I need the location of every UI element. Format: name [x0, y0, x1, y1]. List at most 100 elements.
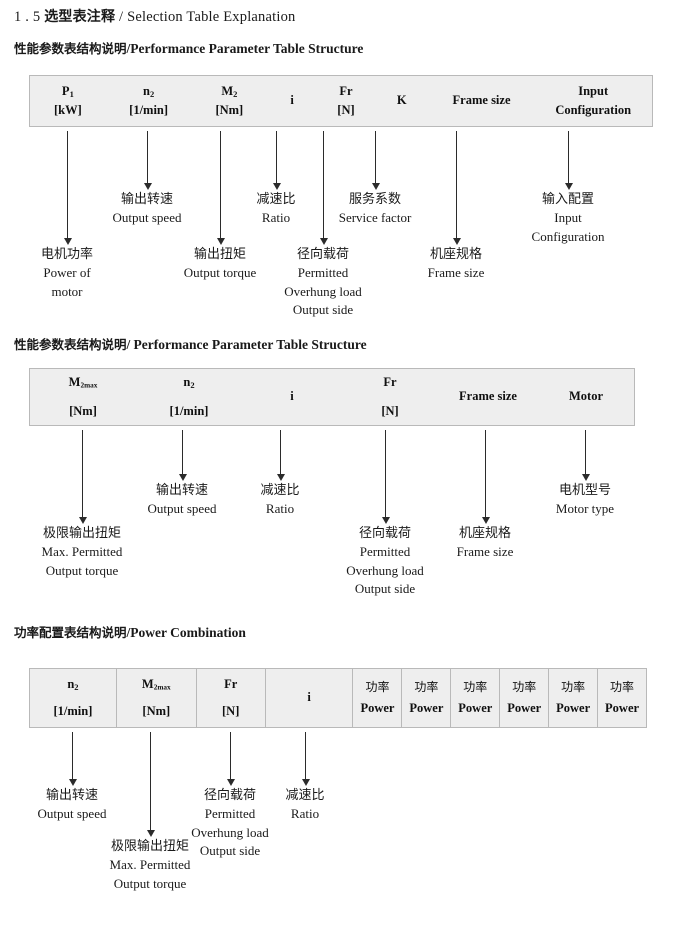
table3-col-power-5-en: Power	[556, 701, 591, 716]
annotation-en-line1: Power of	[43, 265, 91, 281]
table2-col-i: i	[242, 369, 342, 425]
annotation-en-line1: Permitted	[359, 544, 411, 560]
table3-col-i: i	[264, 669, 353, 727]
annotation-en-line1: Input	[554, 210, 582, 226]
table3-col-power-1: 功率 Power	[352, 669, 401, 727]
page-title-separator: /	[119, 9, 124, 25]
annotation-permitted-overhung-load: 径向载荷 Permitted Overhung load Output side	[284, 246, 362, 320]
annotation-frame-size: 机座规格 Frame size	[428, 246, 485, 283]
annotation-cn: 机座规格	[458, 526, 512, 541]
table3-col-m2max-line1: M2max	[141, 677, 171, 692]
annotation-output-speed-3: 输出转速 Output speed	[38, 787, 107, 824]
annotation-power-of-motor: 电机功率 Power of motor	[41, 246, 93, 301]
table2-col-n2: n2 [1/min]	[136, 369, 242, 425]
table2-col-m2max: M2max [Nm]	[30, 369, 136, 425]
table3-col-power-2-cn: 功率	[414, 679, 439, 694]
annotation-max-permitted-output-torque: 极限输出扭矩 Max. Permitted Output torque	[42, 525, 123, 580]
arrow-to-permitted-overhung-load	[319, 131, 328, 245]
arrow-to-output-speed-3	[68, 732, 77, 786]
annotation-en-line1: Output torque	[183, 265, 257, 281]
annotation-en-line1: Permitted	[297, 265, 349, 281]
arrow-to-input-configuration	[564, 131, 573, 190]
annotation-cn: 极限输出扭矩	[110, 839, 190, 854]
page-title: 1 . 5 选型表注释 / Selection Table Explanatio…	[14, 6, 296, 26]
annotation-en-line3: Output side	[354, 581, 416, 597]
annotation-en-line1: Output speed	[112, 210, 182, 226]
arrow-to-output-speed-2	[178, 430, 187, 481]
section-heading-en: Performance Parameter Table Structure	[133, 337, 367, 352]
table3-col-power-1-cn: 功率	[365, 679, 390, 694]
annotation-cn: 极限输出扭矩	[42, 526, 122, 541]
annotation-en-line2: Output torque	[113, 875, 187, 891]
annotation-permitted-overhung-load-3: 径向载荷 Permitted Overhung load Output side	[191, 787, 269, 861]
table3-col-power-6-en: Power	[605, 701, 640, 716]
table1-col-i: i	[267, 76, 317, 126]
arrow-to-max-permitted-output-torque-3	[146, 732, 155, 837]
annotation-en-line2: Configuration	[531, 228, 605, 244]
annotation-cn: 径向载荷	[358, 526, 411, 541]
table1-col-fr: Fr [N]	[317, 76, 375, 126]
section-heading-separator: /	[126, 625, 131, 640]
arrow-to-frame-size-2	[481, 430, 490, 524]
table3-col-power-2-en: Power	[409, 701, 444, 716]
table2-col-n2-line1: n2	[183, 374, 195, 390]
table3-col-power-2: 功率 Power	[401, 669, 450, 727]
table1-col-i-line1: i	[290, 93, 294, 108]
table3-col-n2-line2: [1/min]	[53, 703, 93, 718]
table3-col-m2max-line2: [Nm]	[142, 703, 171, 718]
annotation-cn: 电机型号	[558, 483, 612, 498]
table1-col-input-line2: Configuration	[555, 103, 632, 117]
annotation-en-line1: Max. Permitted	[109, 857, 191, 873]
table2-col-m2max-line1: M2max	[68, 374, 98, 390]
annotation-en-line2: Overhung load	[284, 283, 362, 299]
annotation-en-line2: Overhung load	[346, 562, 424, 578]
power-combination-table: n2 [1/min] M2max [Nm] Fr [N] i 功率 Power …	[29, 668, 647, 728]
table1-col-p1: P1 [kW]	[30, 76, 106, 126]
annotation-cn: 服务系数	[348, 192, 402, 207]
table3-col-power-6-cn: 功率	[610, 679, 635, 694]
annotation-service-factor: 服务系数 Service factor	[339, 191, 412, 228]
annotation-cn: 输入配置	[541, 192, 594, 207]
annotation-cn: 输出转速	[120, 192, 173, 207]
annotation-en-line1: Motor type	[555, 501, 615, 517]
performance-parameter-table-1: P1 [kW] n2 [1/min] M2 [Nm] i Fr [N] K Fr…	[29, 75, 653, 127]
table1-col-m2-line2: [Nm]	[215, 103, 244, 117]
arrow-to-output-speed	[143, 131, 152, 190]
table3-col-power-3: 功率 Power	[450, 669, 499, 727]
annotation-ratio-2: 减速比 Ratio	[260, 482, 299, 519]
table3-col-i-line1: i	[307, 690, 311, 705]
section-heading-separator: /	[126, 41, 131, 56]
section-heading-cn: 功率配置表结构说明	[14, 625, 127, 640]
annotation-cn: 输出转速	[155, 483, 208, 498]
arrow-to-ratio	[272, 131, 281, 190]
table1-col-n2: n2 [1/min]	[106, 76, 192, 126]
annotation-en-line1: Service factor	[338, 210, 412, 226]
table3-col-power-3-en: Power	[458, 701, 493, 716]
table2-col-fr-line1: Fr	[383, 374, 397, 389]
section-heading-performance-parameter-1: 性能参数表结构说明/Performance Parameter Table St…	[14, 38, 363, 57]
section-heading-en: Performance Parameter Table Structure	[130, 41, 364, 56]
annotation-output-speed: 输出转速 Output speed	[113, 191, 182, 228]
performance-parameter-table-2: M2max [Nm] n2 [1/min] i Fr [N] Frame siz…	[29, 368, 635, 426]
arrow-to-motor-type	[581, 430, 590, 481]
table3-col-power-3-cn: 功率	[463, 679, 488, 694]
annotation-cn: 径向载荷	[203, 788, 256, 803]
table1-col-frame-size: Frame size	[429, 76, 535, 126]
table1-col-m2-line1: M2	[221, 83, 238, 99]
annotation-cn: 减速比	[285, 788, 325, 803]
table1-col-n2-line1: n2	[143, 83, 155, 99]
section-heading-power-combination: 功率配置表结构说明/Power Combination	[14, 622, 246, 641]
annotation-cn: 径向载荷	[296, 247, 349, 262]
annotation-output-speed-2: 输出转速 Output speed	[148, 482, 217, 519]
table3-col-m2max: M2max [Nm]	[115, 669, 196, 727]
page-title-cn: 选型表注释	[44, 9, 116, 25]
table2-col-i-line1: i	[290, 389, 294, 404]
arrow-to-ratio-3	[301, 732, 310, 786]
annotation-ratio-3: 减速比 Ratio	[285, 787, 324, 824]
annotation-output-torque: 输出扭矩 Output torque	[184, 246, 257, 283]
annotation-en-line1: Ratio	[261, 210, 291, 226]
table2-col-frame-size-line1: Frame size	[459, 389, 517, 404]
annotation-en-line1: Output speed	[37, 806, 107, 822]
section-heading-cn: 性能参数表结构说明	[14, 41, 127, 56]
table1-col-k-line1: K	[396, 93, 407, 108]
